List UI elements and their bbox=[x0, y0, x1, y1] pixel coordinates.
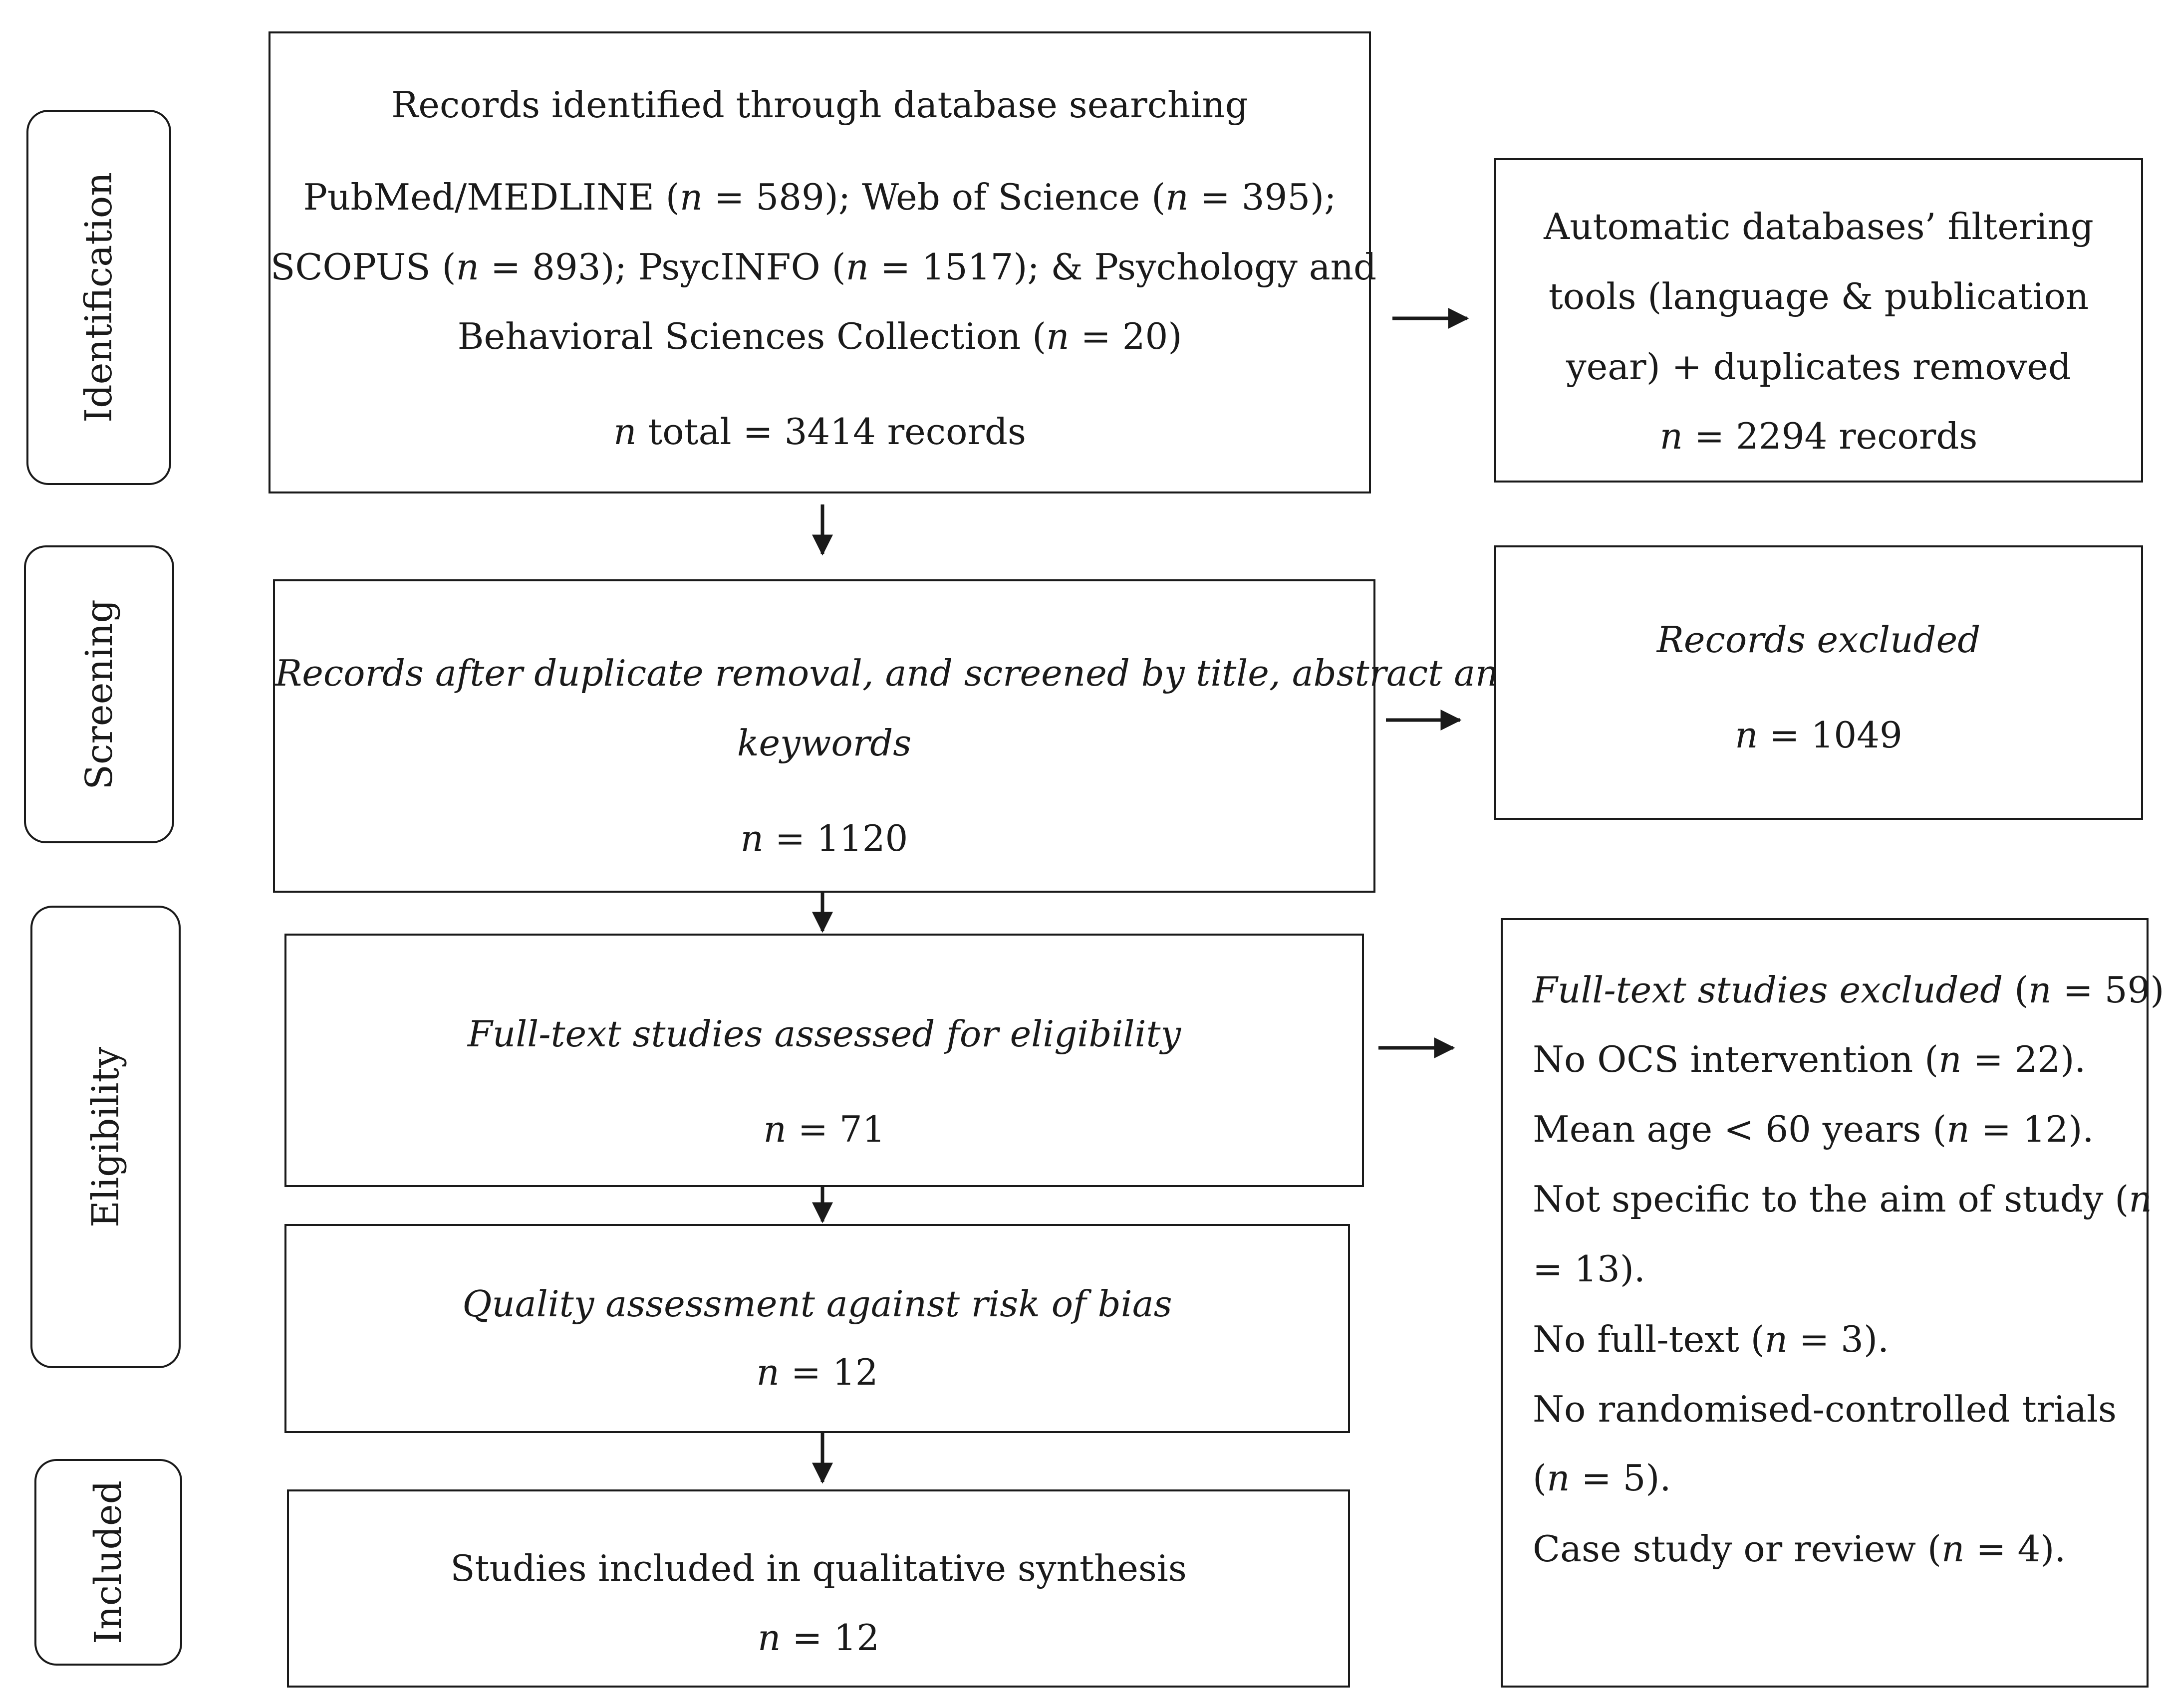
exclusion-reason-no-rct-count: (n = 5). bbox=[1533, 1457, 1671, 1499]
records-excluded-title: Records excluded bbox=[1656, 619, 1981, 661]
stage-included: Included bbox=[34, 1459, 182, 1666]
automatic-filtering-line-3: year) + duplicates removed bbox=[1566, 346, 2072, 388]
records-screened-box: Records after duplicate removal, and scr… bbox=[273, 579, 1522, 893]
automatic-filtering-line-2: tools (language & publication bbox=[1548, 275, 2089, 317]
automatic-filtering-box: Automatic databases’ filtering tools (la… bbox=[1494, 158, 2143, 483]
quality-assessment-title: Quality assessment against risk of bias bbox=[462, 1283, 1172, 1325]
database-counts-line-3: Behavioral Sciences Collection (n = 20) bbox=[457, 315, 1182, 357]
fulltext-assessed-box: Full-text studies assessed for eligibili… bbox=[284, 934, 1364, 1187]
exclusion-reason-mean-age: Mean age < 60 years (n = 12). bbox=[1533, 1108, 2094, 1150]
database-counts-line-1: PubMed/MEDLINE (n = 589); Web of Science… bbox=[303, 176, 1337, 218]
automatic-filtering-line-1: Automatic databases’ filtering bbox=[1544, 206, 2094, 247]
exclusion-reason-not-specific-count: = 13). bbox=[1533, 1248, 1645, 1290]
fulltext-assessed-title: Full-text studies assessed for eligibili… bbox=[467, 1013, 1181, 1055]
studies-included-count: n = 12 bbox=[757, 1617, 880, 1659]
stage-eligibility: Eligibility bbox=[30, 906, 181, 1368]
database-counts-line-2: SCOPUS (n = 893); PsycINFO (n = 1517); &… bbox=[270, 246, 1377, 288]
fulltext-excluded-header: Full-text studies excluded (n = 59) bbox=[1533, 969, 2164, 1011]
records-excluded-count: n = 1049 bbox=[1735, 714, 1902, 756]
records-screened-line-2: keywords bbox=[737, 722, 912, 764]
stage-identification: Identification bbox=[26, 110, 171, 485]
exclusion-reason-case-study: Case study or review (n = 4). bbox=[1533, 1528, 2066, 1570]
records-identified-box: Records identified through database sear… bbox=[269, 31, 1377, 493]
fulltext-assessed-count: n = 71 bbox=[763, 1108, 885, 1150]
exclusion-reason-no-fulltext: No full-text (n = 3). bbox=[1533, 1318, 1889, 1360]
exclusion-reason-no-ocs: No OCS intervention (n = 22). bbox=[1533, 1038, 2086, 1080]
studies-included-box: Studies included in qualitative synthesi… bbox=[287, 1489, 1350, 1688]
exclusion-reason-not-specific: Not specific to the aim of study (n bbox=[1533, 1178, 2152, 1220]
automatic-filtering-count: n = 2294 records bbox=[1659, 415, 1978, 457]
records-excluded-box: Records excluded n = 1049 bbox=[1494, 545, 2143, 820]
quality-assessment-count: n = 12 bbox=[756, 1351, 878, 1393]
quality-assessment-box: Quality assessment against risk of bias … bbox=[284, 1224, 1350, 1433]
records-screened-line-1: Records after duplicate removal, and scr… bbox=[275, 652, 1522, 694]
records-identified-title: Records identified through database sear… bbox=[391, 84, 1248, 126]
records-identified-total: n total = 3414 records bbox=[613, 411, 1026, 453]
fulltext-excluded-box: Full-text studies excluded (n = 59) No O… bbox=[1501, 918, 2164, 1688]
records-screened-count: n = 1120 bbox=[740, 817, 908, 859]
stage-screening: Screening bbox=[24, 545, 174, 843]
studies-included-title: Studies included in qualitative synthesi… bbox=[450, 1547, 1187, 1589]
